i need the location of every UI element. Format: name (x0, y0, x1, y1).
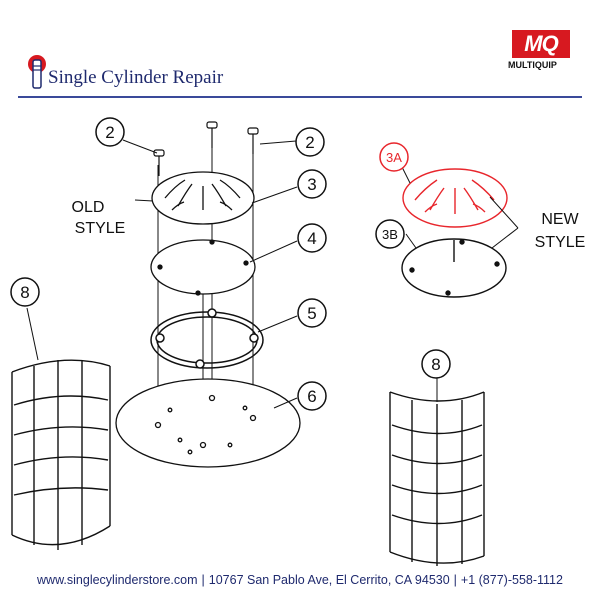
footer: www.singlecylinderstore.com|10767 San Pa… (0, 573, 600, 587)
callout-8-left-number: 8 (20, 283, 29, 302)
footer-address: 10767 San Pablo Ave, El Cerrito, CA 9453… (208, 573, 450, 587)
cover-plate-part (151, 171, 255, 225)
callout-6 (297, 381, 327, 411)
callout-6-number: 6 (307, 387, 316, 406)
mq-logo-wordmark: MULTIQUIP (508, 60, 557, 70)
callout-3b-number: 3B (382, 227, 398, 242)
callout-3-number: 3 (307, 175, 316, 194)
callout-8-left (10, 277, 40, 307)
wire-guard-left-part (11, 359, 111, 550)
callout-4-number: 4 (307, 229, 316, 248)
wire-guard-right-part (389, 391, 485, 566)
mq-logo-mark: MQ (512, 30, 570, 58)
footer-separator: | (201, 573, 205, 587)
leader-lines (26, 139, 519, 409)
retaining-ring-part (150, 308, 264, 369)
bolt-part (153, 121, 259, 176)
callout-5 (297, 298, 327, 328)
base-plate-part (115, 378, 301, 468)
callout-3a (379, 142, 409, 172)
callout-2-left-number: 2 (105, 123, 114, 142)
header-divider (18, 96, 582, 98)
piston-logo-icon (28, 55, 46, 89)
footer-website-link[interactable]: www.singlecylinderstore.com (37, 573, 198, 587)
footer-phone[interactable]: +1 (877)-558-1112 (460, 573, 563, 587)
callout-4 (297, 223, 327, 253)
callout-8-right-number: 8 (431, 355, 440, 374)
footer-separator: | (453, 573, 457, 587)
old-style-label-line2: STYLE (75, 220, 126, 237)
callout-2-left (95, 117, 125, 147)
parts-diagram: 2 2 3 4 5 6 8 8 3B 3A OLD STYLE NEW STYL… (10, 117, 586, 566)
brand-title[interactable]: Single Cylinder Repair (48, 67, 224, 88)
new-style-gasket-part (401, 238, 507, 298)
callout-3b (375, 219, 405, 249)
gasket-part (150, 239, 256, 296)
old-style-label-line1: OLD (72, 199, 105, 216)
multiquip-logo: MQ MULTIQUIP (508, 30, 584, 88)
callout-2-right-number: 2 (305, 133, 314, 152)
new-style-label-line1: NEW (541, 211, 579, 228)
callout-5-number: 5 (307, 304, 316, 323)
new-style-cover-part (402, 168, 508, 228)
callout-2-right (295, 127, 325, 157)
header: Single Cylinder Repair MQ MULTIQUIP (0, 0, 600, 100)
callout-3 (297, 169, 327, 199)
callout-3a-number: 3A (386, 150, 402, 165)
new-style-label-line2: STYLE (535, 234, 586, 251)
callout-8-right (421, 349, 451, 379)
